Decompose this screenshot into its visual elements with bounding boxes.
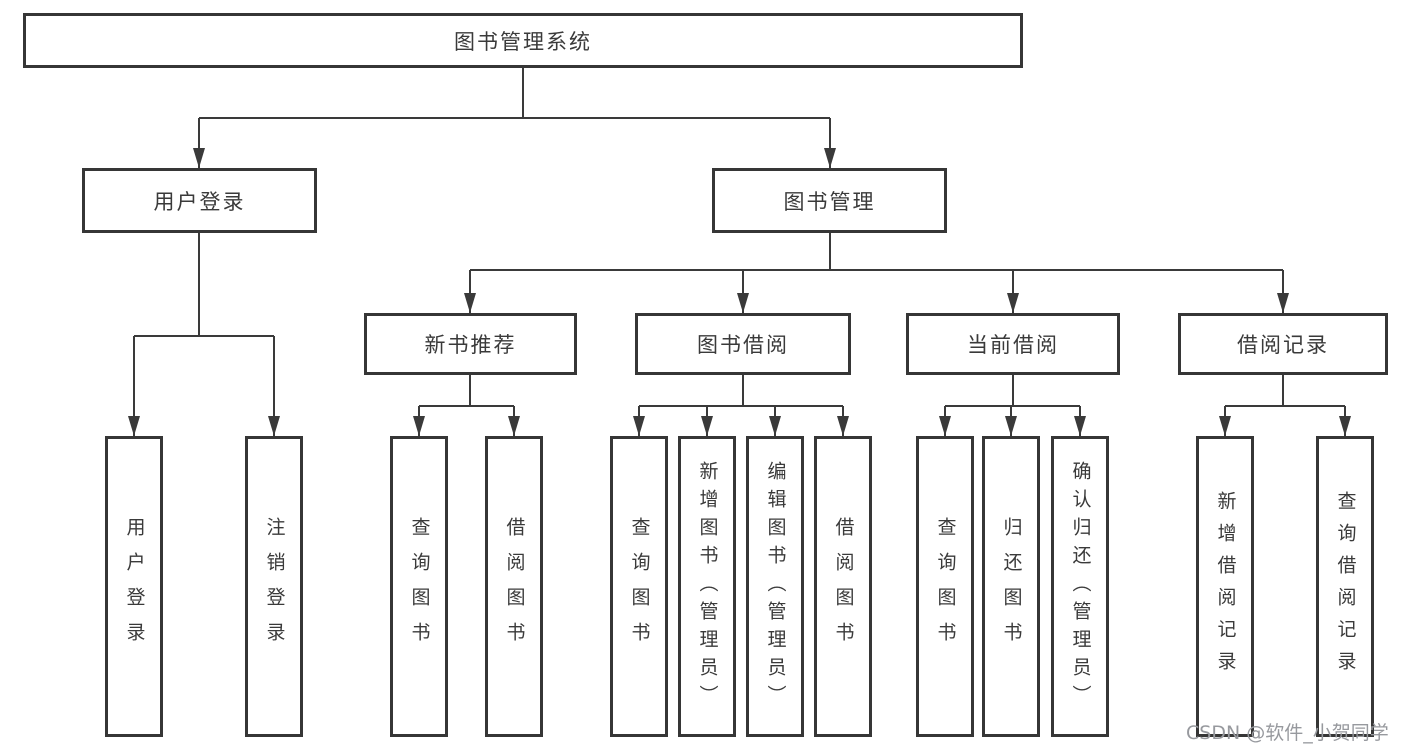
node-label: 图书管理	[783, 189, 876, 214]
node-label: 图书借阅	[697, 333, 789, 357]
leaf-label: 查询图书	[408, 516, 431, 657]
node-borrowing-records: 借阅记录	[1178, 313, 1388, 375]
leaf-query-books: 查询图书	[916, 436, 974, 737]
leaf-borrow-books: 借阅图书	[814, 436, 872, 737]
node-new-book-recommendation: 新书推荐	[364, 313, 577, 375]
leaf-logout: 注销登录	[245, 436, 303, 737]
node-label: 借阅记录	[1237, 333, 1329, 357]
node-library-management-system: 图书管理系统	[23, 13, 1023, 68]
leaf-query-borrow-record: 查询借阅记录	[1316, 436, 1374, 737]
node-book-borrowing: 图书借阅	[635, 313, 851, 375]
leaf-label: 新增借阅记录	[1214, 490, 1237, 683]
node-book-management: 图书管理	[712, 168, 947, 233]
watermark: CSDN @软件_小贺同学	[1186, 722, 1389, 744]
leaf-label: 编辑图书（管理员）	[764, 460, 787, 713]
leaf-user-login: 用户登录	[105, 436, 163, 737]
leaf-confirm-return-admin: 确认归还（管理员）	[1051, 436, 1109, 737]
leaf-label: 新增图书（管理员）	[696, 460, 719, 713]
node-label: 当前借阅	[967, 333, 1059, 357]
leaf-add-books-admin: 新增图书（管理员）	[678, 436, 736, 737]
node-label: 图书管理系统	[454, 29, 592, 54]
leaf-label: 借阅图书	[832, 516, 855, 657]
leaf-label: 查询图书	[628, 516, 651, 657]
leaf-query-books: 查询图书	[610, 436, 668, 737]
leaf-return-books: 归还图书	[982, 436, 1040, 737]
node-label: 用户登录	[153, 189, 246, 214]
leaf-label: 确认归还（管理员）	[1069, 460, 1092, 713]
leaf-edit-books-admin: 编辑图书（管理员）	[746, 436, 804, 737]
node-label: 新书推荐	[424, 333, 517, 357]
leaf-label: 借阅图书	[503, 516, 526, 657]
leaf-label: 查询借阅记录	[1334, 490, 1357, 683]
leaf-borrow-books: 借阅图书	[485, 436, 543, 737]
leaf-label: 归还图书	[1000, 516, 1023, 657]
leaf-add-borrow-record: 新增借阅记录	[1196, 436, 1254, 737]
leaf-label: 注销登录	[263, 516, 286, 657]
node-current-borrowing: 当前借阅	[906, 313, 1120, 375]
leaf-label: 查询图书	[934, 516, 957, 657]
leaf-query-books: 查询图书	[390, 436, 448, 737]
node-user-login: 用户登录	[82, 168, 317, 233]
leaf-label: 用户登录	[123, 516, 146, 657]
